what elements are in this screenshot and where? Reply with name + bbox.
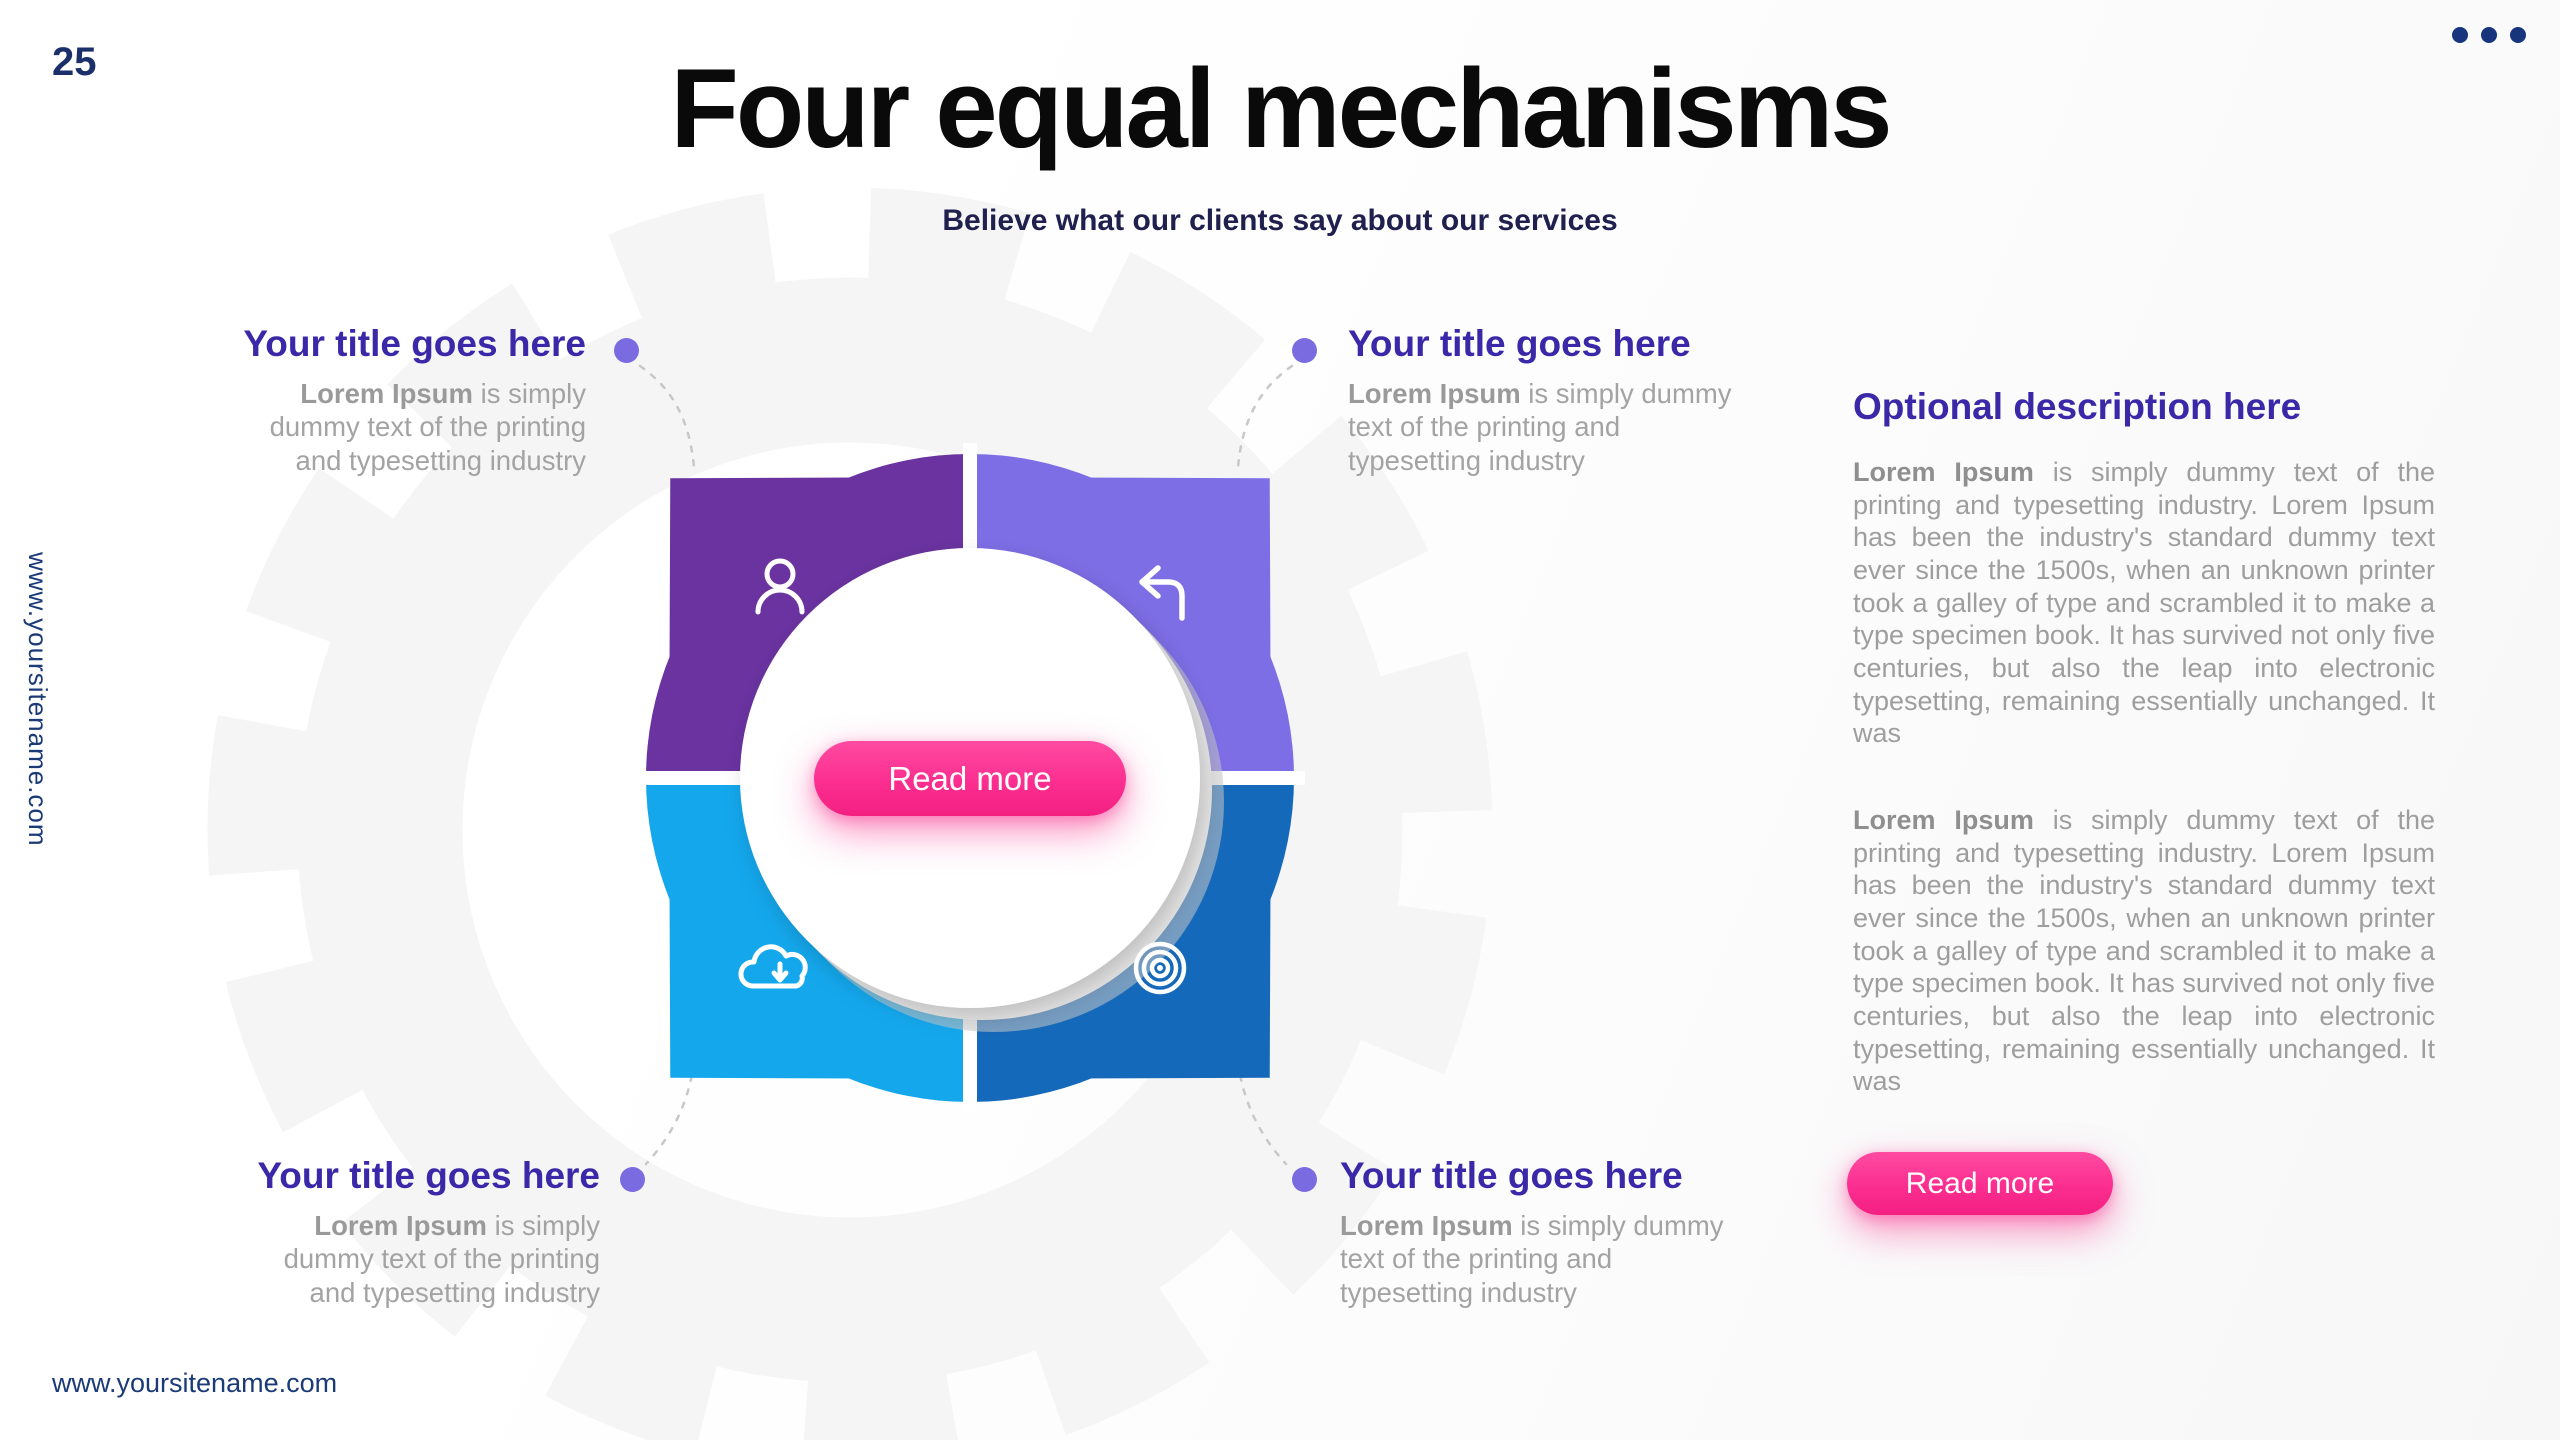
side-website-link[interactable]: www.yoursitename.com xyxy=(23,552,53,847)
gear-ring xyxy=(297,277,1403,1383)
description-paragraph: Lorem Ipsum is simply dummy text of the … xyxy=(1853,804,2435,1097)
target-icon xyxy=(1133,941,1187,995)
arrow-bottom-right xyxy=(1033,841,1271,1079)
page-number: 25 xyxy=(52,40,97,84)
callout-dot xyxy=(614,338,639,363)
callout-title: Your title goes here xyxy=(1348,323,1691,364)
callout-title: Your title goes here xyxy=(243,323,586,364)
gear-watermark xyxy=(207,187,1493,1440)
callout-body: Lorem Ipsum is simply dummy text of the … xyxy=(269,377,586,476)
callout-dot xyxy=(1292,338,1317,363)
connector-top-left xyxy=(638,364,696,470)
person-icon xyxy=(755,558,805,615)
description-panel: Optional description here Lorem Ipsum is… xyxy=(1853,386,2435,1098)
arrow-top-right xyxy=(1033,477,1271,715)
callout-bottom-right: Your title goes here Lorem Ipsum is simp… xyxy=(1340,1155,1740,1309)
page-title: Four equal mechanisms xyxy=(670,46,1892,171)
arrow-bottom-left xyxy=(669,841,907,1079)
arrow-top-left xyxy=(669,477,907,715)
menu-button[interactable] xyxy=(2452,27,2526,43)
footer-website-link[interactable]: www.yoursitename.com xyxy=(52,1368,338,1398)
menu-dot-icon xyxy=(2510,27,2526,43)
description-paragraph: Lorem Ipsum is simply dummy text of the … xyxy=(1853,457,2435,749)
cloud-download-icon xyxy=(738,944,808,989)
callout-bottom-left: Your title goes here Lorem Ipsum is simp… xyxy=(240,1155,600,1309)
callout-dot xyxy=(1292,1167,1317,1192)
page-subtitle: Believe what our clients say about our s… xyxy=(942,204,1618,237)
callout-top-left: Your title goes here Lorem Ipsum is simp… xyxy=(226,323,586,477)
description-read-more-button[interactable]: Read more xyxy=(1847,1152,2113,1215)
connector-top-right xyxy=(1236,364,1294,470)
callout-title: Your title goes here xyxy=(257,1155,600,1196)
menu-dot-icon xyxy=(2452,27,2468,43)
gear-teeth xyxy=(207,187,1493,1440)
description-heading: Optional description here xyxy=(1853,386,2302,427)
undo-arrow-icon xyxy=(1139,565,1185,621)
callout-dot xyxy=(620,1167,645,1192)
callout-body: Lorem Ipsum is simply dummy text of the … xyxy=(1340,1209,1724,1308)
callout-top-right: Your title goes here Lorem Ipsum is simp… xyxy=(1348,323,1748,477)
diagram-read-more-button[interactable]: Read more xyxy=(814,741,1126,816)
menu-dot-icon xyxy=(2481,27,2497,43)
callout-body: Lorem Ipsum is simply dummy text of the … xyxy=(283,1209,600,1308)
callout-title: Your title goes here xyxy=(1340,1155,1683,1196)
callout-body: Lorem Ipsum is simply dummy text of the … xyxy=(1348,377,1732,476)
